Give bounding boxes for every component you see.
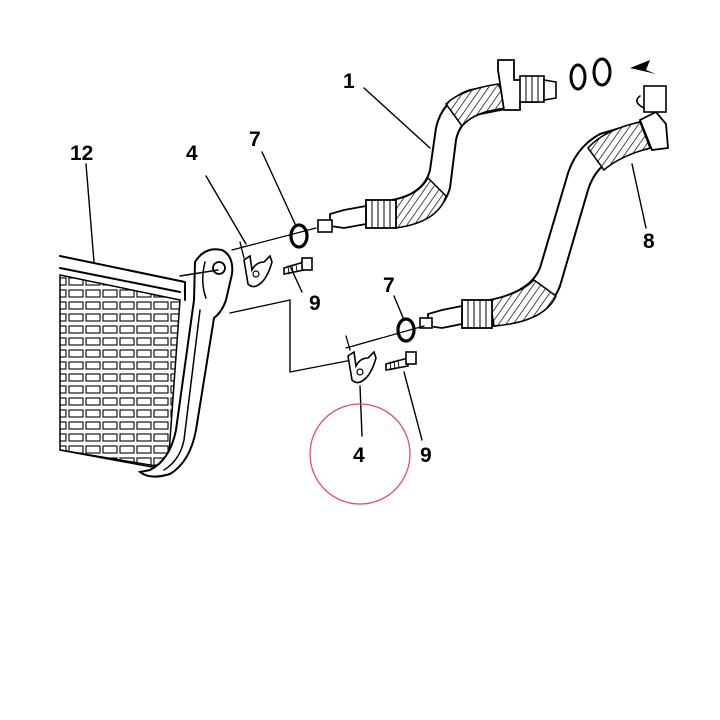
- lower-oil-hose: [419, 85, 669, 329]
- lower-fitting-parts: [345, 317, 425, 384]
- callout-9-lower: 9: [420, 444, 432, 467]
- o-ring-upper: [289, 223, 309, 249]
- callout-7-upper: 7: [249, 128, 261, 151]
- o-ring-lower: [396, 317, 416, 343]
- callout-1: 1: [343, 70, 355, 93]
- callout-8: 8: [643, 230, 655, 253]
- retaining-clip-lower: [347, 350, 377, 384]
- screw-upper: [283, 260, 305, 275]
- callout-9-upper: 9: [309, 292, 321, 315]
- leader-lines: [85, 87, 647, 441]
- callout-4-upper: 4: [186, 142, 198, 165]
- highlight-circle: [309, 403, 411, 505]
- callout-12: 12: [70, 142, 93, 165]
- oil-cooler-radiator: [59, 248, 353, 478]
- upper-fitting-parts: [231, 223, 317, 288]
- callout-7-lower: 7: [383, 274, 395, 297]
- screw-lower: [385, 356, 409, 371]
- callout-4-lower: 4: [353, 444, 365, 467]
- upper-oil-hose: [317, 57, 656, 233]
